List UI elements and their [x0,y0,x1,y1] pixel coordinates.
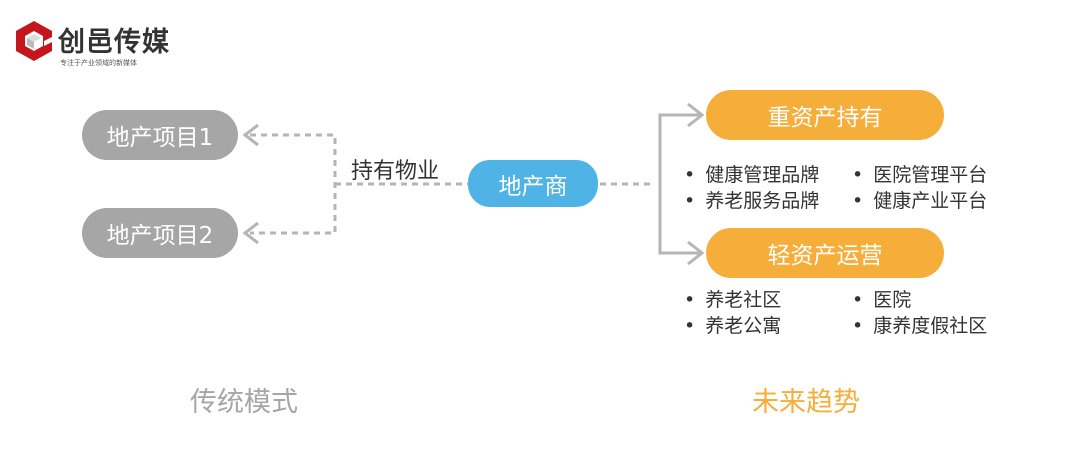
list-item: 医院 [852,285,911,312]
developer-node: 地产商 [468,160,598,207]
project-node-1: 地产项目1 [82,110,238,160]
bracket-connector [658,113,700,255]
logo: 创邑传媒 专注于产业领域的新媒体 [14,20,194,70]
list-item: 医院管理平台 [852,160,987,187]
arrow-head-icon [687,102,705,128]
project-node-2: 地产项目2 [82,208,238,258]
arrow-head-icon [687,240,705,266]
heavy-asset-node: 重资产持有 [706,90,944,140]
arrow-head-icon [242,221,259,245]
list-item: 养老服务品牌 [684,186,819,213]
light-asset-node: 轻资产运营 [706,228,944,278]
logo-name: 创邑传媒 [58,27,170,58]
edge-label-holding: 持有物业 [351,159,440,184]
logo-slogan: 专注于产业领域的新媒体 [60,59,137,67]
footer-future: 未来趋势 [752,387,860,418]
logo-cube-icon [16,21,52,61]
arrow-head-icon [242,123,259,147]
list-item: 康养度假社区 [852,311,987,338]
list-item: 健康管理品牌 [684,160,819,187]
list-item: 养老公寓 [684,311,781,338]
dotted-connector-left [250,133,468,235]
list-item: 养老社区 [684,285,781,312]
list-item: 健康产业平台 [852,186,987,213]
footer-traditional: 传统模式 [190,387,298,418]
